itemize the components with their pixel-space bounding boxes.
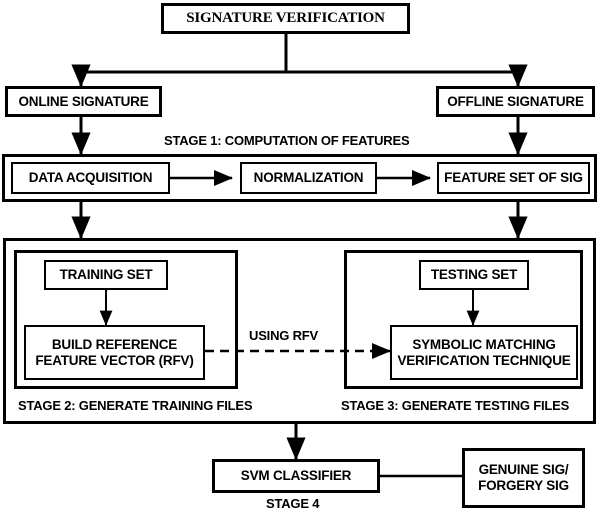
stage1-caption: STAGE 1: COMPUTATION OF FEATURES: [164, 133, 410, 148]
node-label-line2: VERIFICATION TECHNIQUE: [397, 352, 571, 368]
node-build-reference-feature-vector[interactable]: BUILD REFERENCE FEATURE VECTOR (RFV): [24, 325, 205, 380]
node-offline-signature[interactable]: OFFLINE SIGNATURE: [436, 86, 595, 117]
stage3-caption: STAGE 3: GENERATE TESTING FILES: [341, 398, 570, 413]
node-signature-verification[interactable]: SIGNATURE VERIFICATION: [161, 3, 410, 34]
node-label-line1: SYMBOLIC MATCHING: [412, 336, 556, 352]
node-label-line2: FEATURE VECTOR (RFV): [35, 352, 194, 368]
node-training-set[interactable]: TRAINING SET: [44, 260, 168, 290]
node-label: ONLINE SIGNATURE: [18, 93, 149, 109]
node-normalization[interactable]: NORMALIZATION: [240, 162, 377, 194]
node-label: NORMALIZATION: [253, 170, 364, 186]
node-online-signature[interactable]: ONLINE SIGNATURE: [5, 86, 162, 117]
node-genuine-forgery-sig[interactable]: GENUINE SIG/ FORGERY SIG: [462, 448, 585, 508]
node-symbolic-matching-verification[interactable]: SYMBOLIC MATCHING VERIFICATION TECHNIQUE: [390, 325, 578, 380]
node-label: TRAINING SET: [59, 267, 153, 283]
stage2-caption: STAGE 2: GENERATE TRAINING FILES: [18, 398, 253, 413]
node-label: FEATURE SET OF SIG: [444, 170, 583, 186]
node-testing-set[interactable]: TESTING SET: [419, 260, 529, 290]
node-label: OFFLINE SIGNATURE: [447, 93, 584, 109]
node-svm-classifier[interactable]: SVM CLASSIFIER: [212, 459, 380, 493]
node-label: SIGNATURE VERIFICATION: [186, 9, 385, 26]
node-label: SVM CLASSIFIER: [240, 468, 352, 484]
node-label-line1: GENUINE SIG/: [478, 462, 569, 478]
node-data-acquisition[interactable]: DATA ACQUISITION: [11, 162, 170, 194]
node-label: TESTING SET: [430, 267, 518, 283]
stage4-caption: STAGE 4: [266, 496, 320, 511]
node-label: DATA ACQUISITION: [28, 170, 153, 186]
node-label-line1: BUILD REFERENCE: [51, 336, 178, 352]
node-feature-set-of-sig[interactable]: FEATURE SET OF SIG: [437, 162, 590, 194]
using-rfv-label: USING RFV: [249, 328, 318, 343]
node-label-line2: FORGERY SIG: [478, 478, 569, 493]
